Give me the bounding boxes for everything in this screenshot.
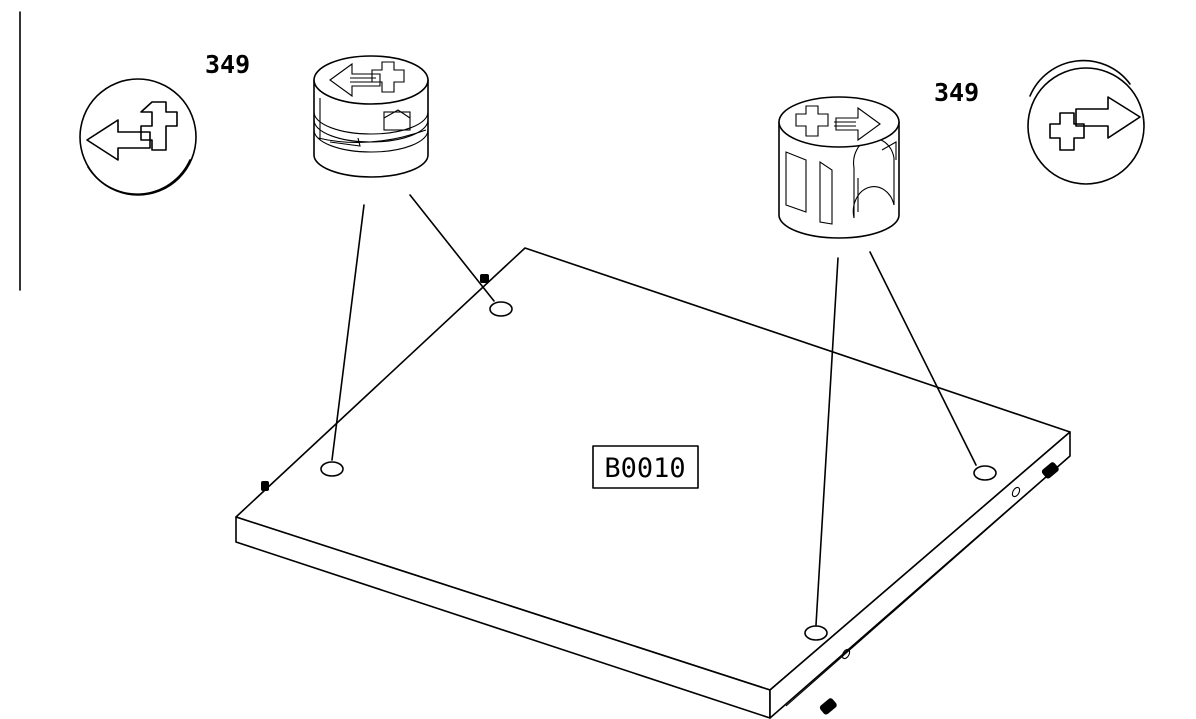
edge-hole	[841, 648, 851, 660]
cam-lock-left	[313, 55, 429, 178]
panel-b0010: B0010	[235, 247, 1071, 719]
part-number-left: 349	[205, 50, 250, 79]
dowel	[819, 698, 837, 715]
edge-hole	[1011, 486, 1021, 498]
dowel	[261, 481, 269, 491]
cam-hole	[973, 465, 997, 481]
cam-hole	[489, 301, 513, 317]
cam-hole	[804, 625, 828, 641]
rotate-left-symbol	[79, 78, 197, 196]
cam-hole	[320, 461, 344, 477]
dowel	[480, 274, 489, 283]
part-number-right: 349	[934, 78, 979, 107]
cam-lock-right	[778, 96, 900, 239]
leader-lines	[331, 194, 977, 626]
panel-label-box	[592, 445, 699, 489]
dowel	[1041, 462, 1059, 479]
panel-label: B0010	[604, 453, 685, 484]
rotate-right-symbol	[1027, 59, 1145, 185]
